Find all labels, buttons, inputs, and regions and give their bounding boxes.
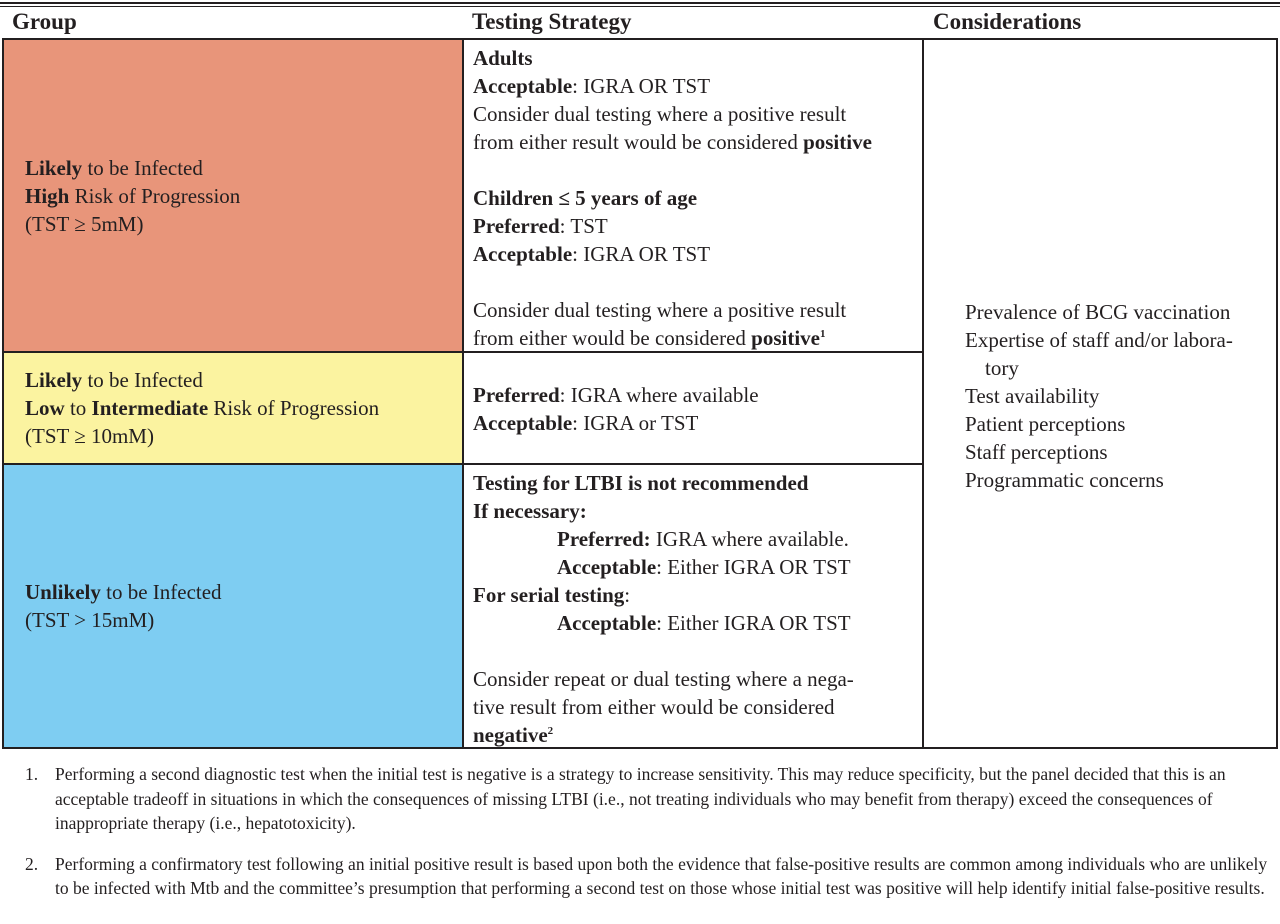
footnote-number: 2. (25, 853, 39, 874)
strategy-line: Acceptable: Either IGRA OR TST (557, 555, 851, 579)
consideration-item: Programmatic concerns (965, 468, 1164, 492)
strategy-line: Acceptable: Either IGRA OR TST (557, 611, 851, 635)
spacer (473, 637, 922, 665)
group-tst-threshold: (TST > 15mM) (25, 608, 155, 632)
group-cell-low-risk: Unlikely to be Infected (TST > 15mM) (2, 463, 464, 749)
group-line: Unlikely to be Infected (25, 580, 222, 604)
strategy-line: from either result would be considered p… (473, 130, 872, 154)
considerations-list: Prevalence of BCG vaccination Expertise … (965, 298, 1276, 494)
strategy-line: Acceptable: IGRA or TST (473, 411, 699, 435)
footnote-2: 2. Performing a confirmatory test follow… (0, 852, 1280, 901)
top-rule-thin (0, 6, 1280, 7)
children-heading: Children ≤ 5 years of age (473, 186, 698, 210)
consideration-item: Expertise of staff and/or labora- tory (965, 328, 1233, 380)
consideration-item: Prevalence of BCG vaccination (965, 300, 1231, 324)
footnote-ref: 1 (820, 328, 826, 340)
strategy-line: Consider repeat or dual testing where a … (473, 667, 854, 691)
group-line: High Risk of Progression (25, 183, 241, 208)
footnote-number: 1. (25, 764, 39, 784)
strategy-line: Consider dual testing where a positive r… (473, 298, 847, 322)
group-line: Low to Intermediate Risk of Progression (25, 396, 380, 420)
header-group: Group (12, 9, 77, 34)
considerations-cell: Prevalence of BCG vaccination Expertise … (922, 38, 1278, 749)
strategy-line: tive result from either would be conside… (473, 695, 835, 719)
strategy-line: Preferred: IGRA where available. (557, 527, 849, 551)
strategy-line: Acceptable: IGRA OR TST (473, 242, 711, 266)
strategy-line: negative2 (473, 723, 554, 747)
serial-testing-heading: For serial testing: (473, 583, 631, 607)
group-tst-threshold: (TST ≥ 10mM) (25, 424, 154, 448)
not-recommended-heading: Testing for LTBI is not recommended (473, 471, 809, 495)
group-tst-threshold: (TST ≥ 5mM) (25, 211, 144, 236)
strategy-cell-low-risk: Testing for LTBI is not recommended If n… (462, 463, 924, 749)
footnote-text: Performing a second diagnostic test when… (55, 764, 1226, 833)
strategy-line: Preferred: TST (473, 214, 608, 238)
header-testing-strategy: Testing Strategy (472, 9, 632, 34)
group-cell-high-risk: Likely to be Infected High Risk of Progr… (2, 38, 464, 353)
top-rule-thick (0, 2, 1280, 4)
consideration-item: Test availability (965, 384, 1100, 408)
strategy-line: from either would be considered positive… (473, 326, 826, 350)
if-necessary-heading: If necessary: (473, 499, 587, 523)
spacer (473, 156, 922, 184)
consideration-item: Patient perceptions (965, 412, 1126, 436)
strategy-line: Acceptable: IGRA OR TST (473, 74, 711, 98)
footnotes: 1. Performing a second diagnostic test w… (0, 762, 1280, 917)
group-line: Likely to be Infected (25, 368, 203, 392)
consideration-item: Staff perceptions (965, 440, 1108, 464)
strategy-line: Preferred: IGRA where available (473, 383, 759, 407)
adults-heading: Adults (473, 46, 533, 70)
group-cell-intermediate-risk: Likely to be Infected Low to Intermediat… (2, 351, 464, 465)
header-considerations: Considerations (933, 9, 1082, 34)
footnote-text: Performing a confirmatory test following… (55, 853, 1268, 899)
strategy-cell-intermediate-risk: Preferred: IGRA where available Acceptab… (462, 351, 924, 465)
spacer (473, 268, 922, 296)
footnote-ref: 2 (547, 725, 554, 737)
strategy-line: Consider dual testing where a positive r… (473, 102, 847, 126)
footnote-1: 1. Performing a second diagnostic test w… (0, 762, 1280, 836)
group-line: Likely to be Infected (25, 155, 203, 180)
strategy-cell-high-risk: Adults Acceptable: IGRA OR TST Consider … (462, 38, 924, 353)
